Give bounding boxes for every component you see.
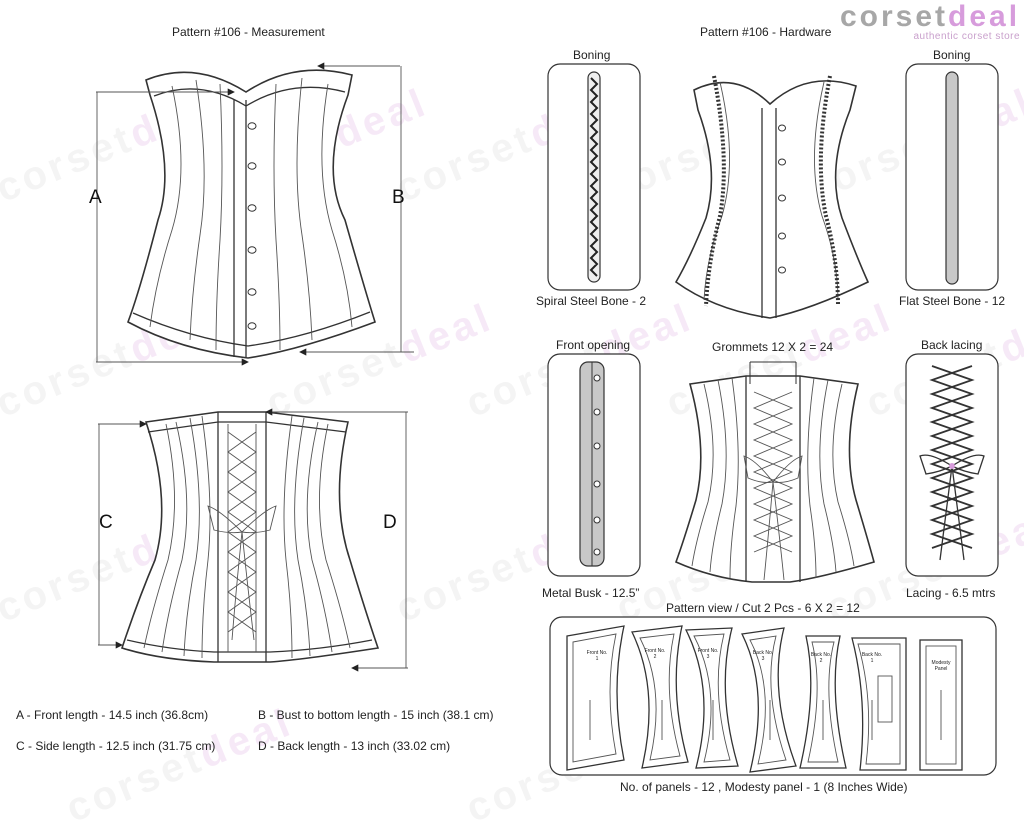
hardware-front-corset bbox=[674, 75, 870, 319]
hardware-heading: Pattern #106 - Hardware bbox=[700, 25, 832, 39]
brand-tagline: authentic corset store bbox=[913, 31, 1021, 42]
pattern-piece-label: Front No. 2 bbox=[644, 648, 666, 660]
pattern-piece-label: Front No. 1 bbox=[586, 650, 608, 662]
pattern-piece-label: Front No. 3 bbox=[697, 648, 719, 660]
boning-left-title: Boning bbox=[573, 48, 611, 62]
back-corset-drawing bbox=[120, 411, 380, 663]
grommets-label: Grommets 12 X 2 = 24 bbox=[712, 340, 834, 354]
pattern-piece-label: Back No. 1 bbox=[861, 652, 883, 664]
measure-letter-b: B bbox=[392, 187, 405, 208]
pattern-piece-label: Modesty Panel bbox=[931, 660, 951, 672]
corset-diagram bbox=[96, 62, 999, 776]
measure-letter-a: A bbox=[89, 187, 102, 208]
panels-caption: No. of panels - 12 , Modesty panel - 1 (… bbox=[620, 780, 908, 794]
measurement-c: C - Side length - 12.5 inch (31.75 cm) bbox=[16, 739, 216, 753]
brand-name-part2: deal bbox=[948, 0, 1021, 33]
measurement-b: B - Bust to bottom length - 15 inch (38.… bbox=[258, 708, 494, 722]
pattern-pieces bbox=[566, 625, 963, 773]
hardware-back-corset bbox=[674, 361, 875, 583]
boning-right-title: Boning bbox=[933, 48, 971, 62]
metal-busk-caption: Metal Busk - 12.5” bbox=[542, 586, 640, 600]
back-lacing-title: Back lacing bbox=[921, 338, 983, 352]
measurement-heading: Pattern #106 - Measurement bbox=[172, 25, 325, 39]
pattern-piece-label: Back No. 2 bbox=[810, 652, 832, 664]
lacing-caption: Lacing - 6.5 mtrs bbox=[906, 586, 996, 600]
flat-bone-caption: Flat Steel Bone - 12 bbox=[899, 294, 1006, 308]
metal-busk bbox=[579, 361, 605, 567]
measurement-a: A - Front length - 14.5 inch (36.8cm) bbox=[16, 708, 209, 722]
lacing-cord bbox=[919, 365, 985, 561]
measurement-d: D - Back length - 13 inch (33.02 cm) bbox=[258, 739, 451, 753]
measure-letter-c: C bbox=[99, 512, 113, 533]
spiral-bone-caption: Spiral Steel Bone - 2 bbox=[536, 294, 647, 308]
front-opening-title: Front opening bbox=[556, 338, 631, 352]
corsetdeal-logo: corsetdeal authentic corset store bbox=[840, 0, 1021, 43]
brand-name-part1: corset bbox=[840, 0, 949, 33]
spiral-steel-bone bbox=[587, 71, 601, 283]
pattern-view-title: Pattern view / Cut 2 Pcs - 6 X 2 = 12 bbox=[666, 601, 860, 615]
front-corset-drawing bbox=[127, 69, 376, 359]
pattern-piece-label: Back No. 3 bbox=[752, 650, 774, 662]
pattern-view-box bbox=[549, 616, 997, 776]
flat-steel-bone bbox=[945, 71, 959, 285]
measure-letter-d: D bbox=[383, 512, 397, 533]
